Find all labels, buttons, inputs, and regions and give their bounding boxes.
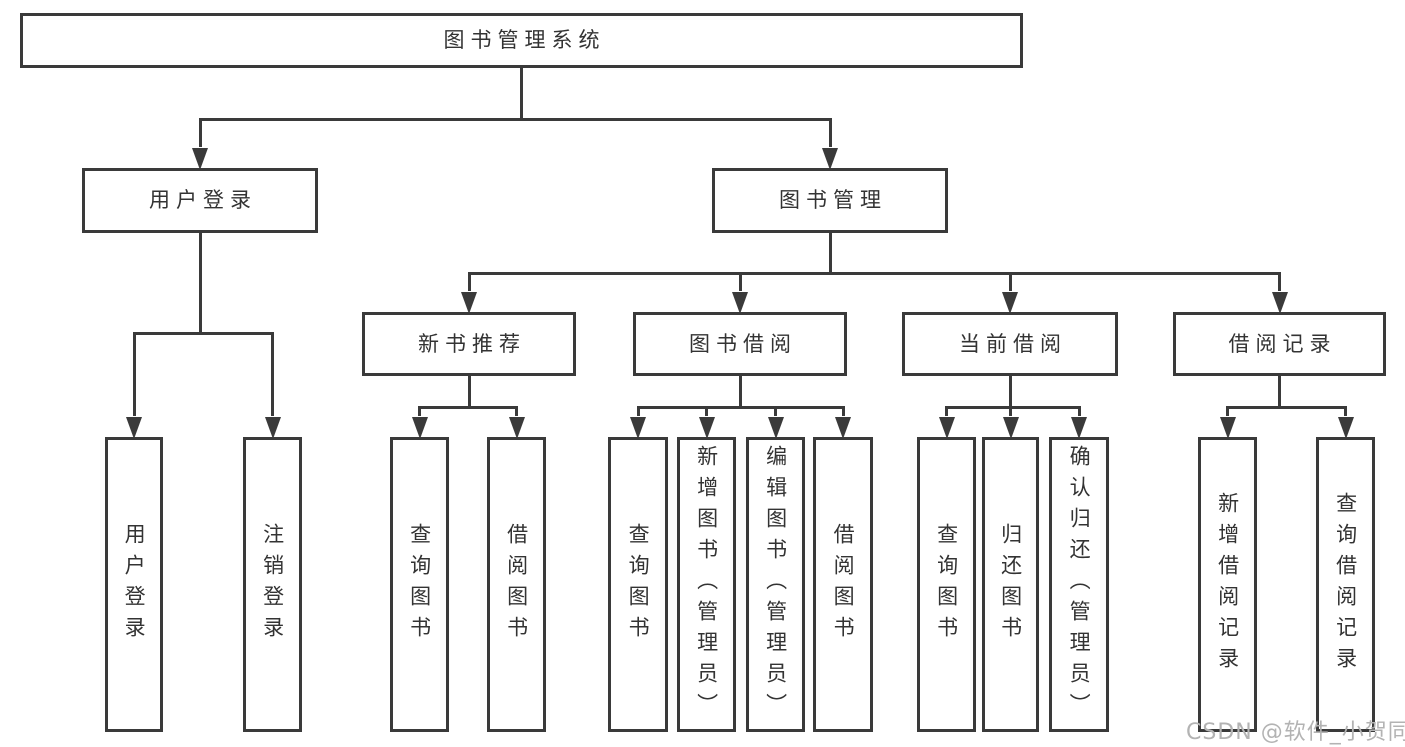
node-label-cur-query: 查询图书 bbox=[934, 522, 959, 647]
connector-drop bbox=[738, 272, 742, 291]
node-label-book-mgmt: 图书管理 bbox=[779, 188, 887, 213]
arrow-down-icon bbox=[461, 292, 477, 314]
connector-drop bbox=[1009, 406, 1012, 416]
node-nb-borrow: 借阅图书 bbox=[487, 437, 546, 732]
connector-drop bbox=[841, 406, 845, 416]
connector-drop bbox=[198, 118, 202, 147]
node-bw-edit: 编辑图书（管理员） bbox=[746, 437, 805, 732]
node-book-mgmt: 图书管理 bbox=[712, 168, 948, 233]
node-label-user-login: 用户登录 bbox=[149, 188, 257, 213]
node-bw-query: 查询图书 bbox=[608, 437, 668, 732]
connector-bus bbox=[132, 332, 274, 335]
node-label-nb-borrow: 借阅图书 bbox=[504, 522, 529, 647]
connector-bus bbox=[418, 406, 518, 409]
arrow-down-icon bbox=[1271, 292, 1288, 314]
arrow-down-icon bbox=[1337, 417, 1354, 439]
connector-bus bbox=[198, 118, 832, 121]
connector-drop bbox=[1077, 406, 1081, 416]
node-label-cur-borrow: 当前借阅 bbox=[959, 331, 1067, 356]
node-label-new-book: 新书推荐 bbox=[418, 331, 526, 356]
node-label-rec-query: 查询借阅记录 bbox=[1333, 491, 1358, 678]
node-book-borrow: 图书借阅 bbox=[633, 312, 847, 376]
arrow-down-icon bbox=[698, 417, 715, 439]
node-nb-query: 查询图书 bbox=[390, 437, 449, 732]
node-label-cur-confirm: 确认归还（管理员） bbox=[1067, 445, 1092, 724]
connector-bus bbox=[945, 406, 1081, 409]
node-label-bw-borrow: 借阅图书 bbox=[831, 522, 856, 647]
node-login-out: 注销登录 bbox=[243, 437, 302, 732]
connector-drop bbox=[1008, 272, 1012, 291]
connector-drop bbox=[705, 406, 708, 416]
arrow-down-icon bbox=[1219, 417, 1236, 439]
connector-stem bbox=[828, 233, 832, 275]
node-bw-borrow: 借阅图书 bbox=[813, 437, 873, 732]
connector-stem bbox=[1278, 376, 1281, 409]
arrow-down-icon bbox=[938, 417, 955, 439]
node-cur-query: 查询图书 bbox=[917, 437, 976, 732]
node-label-bw-add: 新增图书（管理员） bbox=[694, 445, 719, 724]
node-cur-borrow: 当前借阅 bbox=[902, 312, 1118, 376]
node-label-root: 图书管理系统 bbox=[443, 28, 606, 53]
arrow-down-icon bbox=[630, 417, 646, 439]
node-label-cur-return: 归还图书 bbox=[998, 522, 1023, 647]
connector-drop bbox=[467, 272, 471, 291]
node-cur-confirm: 确认归还（管理员） bbox=[1049, 437, 1109, 732]
node-label-login-user: 用户登录 bbox=[122, 522, 147, 647]
connector-stem bbox=[738, 376, 742, 409]
node-label-login-out: 注销登录 bbox=[260, 522, 285, 647]
node-bw-add: 新增图书（管理员） bbox=[677, 437, 736, 732]
arrow-down-icon bbox=[1071, 417, 1087, 439]
node-borrow-rec: 借阅记录 bbox=[1173, 312, 1386, 376]
connector-bus bbox=[636, 406, 845, 409]
arrow-down-icon bbox=[1002, 417, 1019, 439]
arrow-down-icon bbox=[508, 417, 525, 439]
arrow-down-icon bbox=[767, 417, 784, 439]
arrow-down-icon bbox=[264, 417, 281, 439]
connector-stem bbox=[520, 68, 523, 121]
node-label-nb-query: 查询图书 bbox=[407, 522, 432, 647]
connector-drop bbox=[636, 406, 640, 416]
connector-stem bbox=[198, 233, 202, 335]
arrow-down-icon bbox=[822, 148, 838, 170]
connector-drop bbox=[1344, 406, 1347, 416]
arrow-down-icon bbox=[192, 148, 208, 170]
node-user-login: 用户登录 bbox=[82, 168, 318, 233]
node-rec-add: 新增借阅记录 bbox=[1198, 437, 1257, 732]
arrow-down-icon bbox=[732, 292, 748, 314]
node-label-rec-add: 新增借阅记录 bbox=[1215, 491, 1240, 678]
arrow-down-icon bbox=[835, 417, 851, 439]
connector-drop bbox=[1226, 406, 1229, 416]
connector-drop bbox=[1278, 272, 1281, 291]
connector-drop bbox=[418, 406, 421, 416]
node-label-bw-edit: 编辑图书（管理员） bbox=[763, 445, 788, 724]
connector-drop bbox=[271, 332, 274, 416]
connector-stem bbox=[467, 376, 471, 409]
watermark: CSDN @软件_小贺同学 bbox=[1186, 720, 1405, 745]
node-label-book-borrow: 图书借阅 bbox=[689, 331, 797, 356]
connector-drop bbox=[828, 118, 832, 147]
connector-stem bbox=[1008, 376, 1012, 409]
arrow-down-icon bbox=[126, 417, 142, 439]
node-label-borrow-rec: 借阅记录 bbox=[1228, 331, 1337, 356]
node-new-book: 新书推荐 bbox=[362, 312, 576, 376]
connector-drop bbox=[774, 406, 777, 416]
connector-drop bbox=[515, 406, 518, 416]
node-cur-return: 归还图书 bbox=[982, 437, 1039, 732]
node-label-bw-query: 查询图书 bbox=[626, 522, 651, 647]
connector-drop bbox=[945, 406, 948, 416]
arrow-down-icon bbox=[1002, 292, 1018, 314]
connector-drop bbox=[132, 332, 136, 416]
connector-bus bbox=[1226, 406, 1347, 409]
node-rec-query: 查询借阅记录 bbox=[1316, 437, 1375, 732]
node-root: 图书管理系统 bbox=[20, 13, 1023, 68]
connector-bus bbox=[467, 272, 1281, 275]
node-login-user: 用户登录 bbox=[105, 437, 163, 732]
arrow-down-icon bbox=[411, 417, 428, 439]
